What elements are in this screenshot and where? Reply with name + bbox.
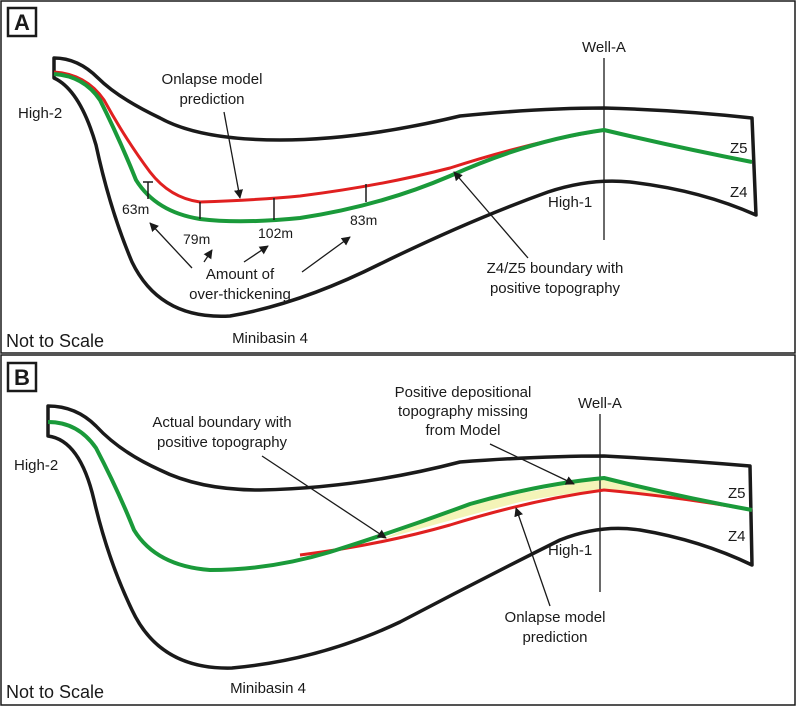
measurement-83m: 83m (350, 212, 377, 228)
panel-b-actual-boundary (47, 420, 753, 573)
panel-b-onlapse-label-line2: prediction (522, 629, 587, 646)
boundary-label-line1: Z4/Z5 boundary with (487, 260, 624, 277)
positive-topography-label-line2: topography missing (398, 403, 528, 420)
positive-topography-label-line1: Positive depositional (395, 384, 532, 401)
measurement-63m: 63m (122, 201, 149, 217)
high-1-label: High-1 (548, 194, 592, 211)
z5-label: Z5 (730, 140, 748, 157)
measurement-102m: 102m (258, 225, 293, 241)
boundary-label-line2: positive topography (490, 280, 621, 297)
actual-boundary-label-line1: Actual boundary with (152, 414, 291, 431)
onlapse-label-line1: Onlapse model (162, 71, 263, 88)
actual-boundary-arrow (261, 455, 387, 539)
onlapse-label-line2: prediction (179, 91, 244, 108)
panel-b-onlapse-arrow (514, 507, 551, 607)
panel-b-minibasin-label: Minibasin 4 (230, 680, 306, 697)
amount-label-line2: over-thickening (189, 286, 291, 303)
minibasin-label: Minibasin 4 (232, 330, 308, 347)
onlapse-arrow (223, 111, 243, 199)
panel-b-letter: B (14, 365, 30, 390)
z4-label: Z4 (730, 184, 748, 201)
panel-b-onlapse-prediction-line (299, 488, 753, 557)
panel-b-onlapse-label-line1: Onlapse model (505, 609, 606, 626)
positive-topography-arrow (489, 443, 575, 485)
panel-b-high-1-label: High-1 (548, 542, 592, 559)
not-to-scale-label: Not to Scale (6, 331, 104, 351)
missing-topography-area (380, 478, 752, 540)
amount-label-line1: Amount of (206, 266, 275, 283)
boundary-arrow (453, 171, 529, 259)
panel-b-letter-box (6, 361, 38, 393)
amount-arrow-63 (149, 222, 193, 269)
panel-b-z5-label: Z5 (728, 485, 746, 502)
amount-arrow-79 (203, 249, 213, 263)
panel-b-not-to-scale-label: Not to Scale (6, 682, 104, 702)
amount-arrow-83 (301, 236, 351, 273)
positive-topography-label-line3: from Model (425, 422, 500, 439)
panel-b-z4-label: Z4 (728, 528, 746, 545)
panel-a-letter-box (6, 6, 38, 38)
panel-b-well-a-label: Well-A (578, 395, 622, 412)
measurement-79m: 79m (183, 231, 210, 247)
panel-a: A Well-A High-2 High-1 Z5 Z4 Onlapse mod… (0, 0, 796, 354)
panel-b-frame (0, 354, 796, 706)
panel-b: B Well-A High-2 High-1 Z5 Z4 Actual boun… (0, 354, 796, 706)
panel-b-basin-outline (46, 404, 754, 670)
actual-boundary-label-line2: positive topography (157, 434, 288, 451)
high-2-label: High-2 (18, 105, 62, 122)
amount-arrow-102 (243, 245, 269, 263)
well-a-label: Well-A (582, 39, 626, 56)
panel-a-letter: A (14, 10, 30, 35)
panel-a-basin-outline (52, 56, 758, 318)
panel-b-high-2-label: High-2 (14, 457, 58, 474)
panel-a-z4-z5-boundary (53, 72, 753, 224)
panel-a-frame (0, 0, 796, 354)
